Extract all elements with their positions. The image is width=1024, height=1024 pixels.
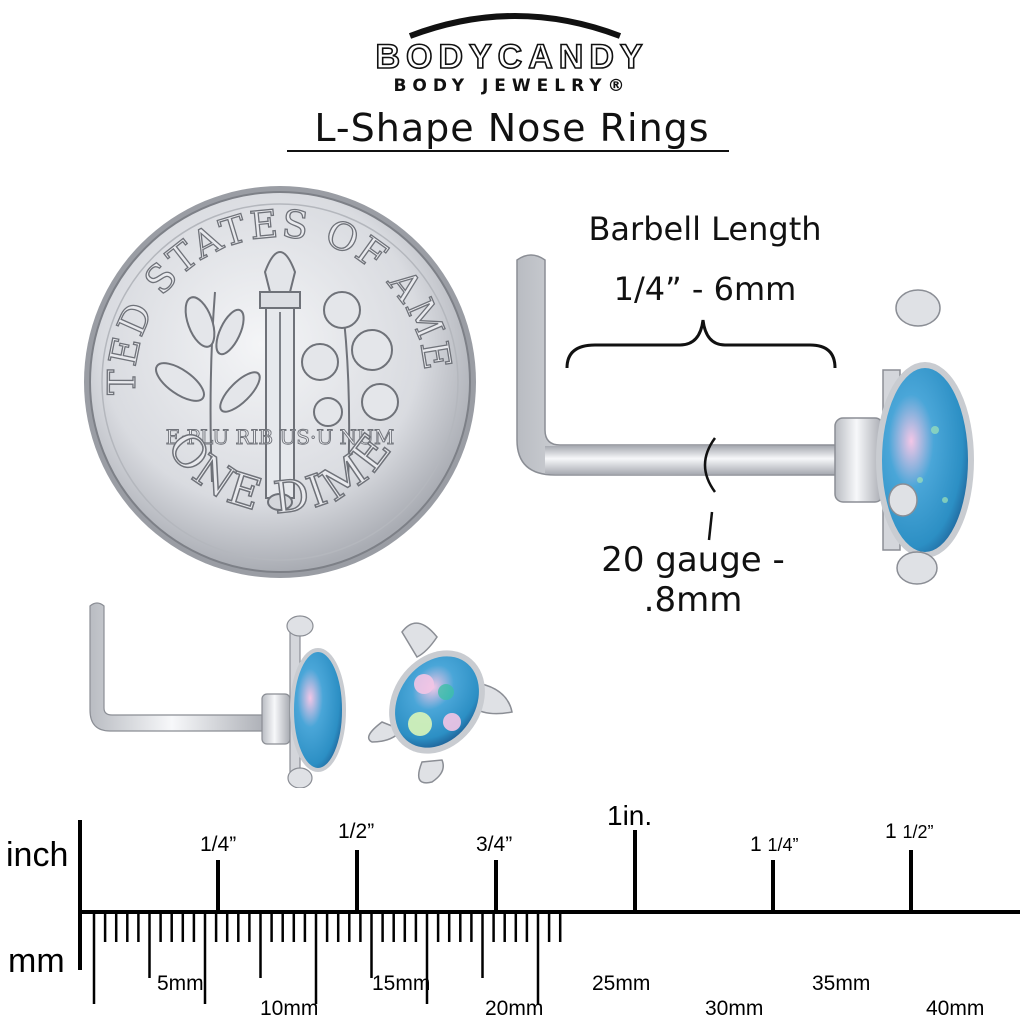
torch-icon xyxy=(259,251,301,511)
brand-subtitle: BODY JEWELRY® xyxy=(393,76,631,96)
mm-label-5: 5mm xyxy=(157,972,204,995)
mm-label-25: 25mm xyxy=(592,972,651,995)
page-title: L-Shape Nose Rings xyxy=(314,106,710,150)
mm-unit-label: mm xyxy=(8,942,65,980)
mm-label-20: 20mm xyxy=(485,997,544,1020)
brand-header: BODYCANDY BODY JEWELRY® L-Shape Nose Rin… xyxy=(0,0,1024,160)
mm-label-10: 10mm xyxy=(260,997,319,1020)
inch-unit-label: inch xyxy=(6,836,69,874)
inch-label-half: 1/2” xyxy=(338,820,375,843)
turtle-flipper-icon xyxy=(367,622,513,784)
brand-logo: BODYCANDY xyxy=(375,37,649,77)
turtle-top-view xyxy=(367,622,513,784)
small-nose-ring-side xyxy=(89,602,346,788)
oak-branch-icon xyxy=(301,291,399,483)
mm-label-30: 30mm xyxy=(705,997,764,1020)
mm-label-15: 15mm xyxy=(372,972,431,995)
mm-label-35: 35mm xyxy=(812,972,871,995)
brand-swoosh-icon xyxy=(408,13,622,39)
inch-label-one-quarter-whole: 1 xyxy=(750,833,762,856)
gauge-value: 20 gauge - .8mm xyxy=(601,540,785,620)
mm-label-40: 40mm xyxy=(926,997,985,1020)
inch-label-one-half-frac: 1/2” xyxy=(902,822,934,842)
barbell-length-heading: Barbell Length xyxy=(588,210,822,248)
inch-label-one-quarter-frac: 1/4” xyxy=(767,835,799,855)
inch-label-three-quarter: 3/4” xyxy=(476,833,513,856)
inch-label-one-half: 1 1/2” xyxy=(885,820,934,844)
title-divider xyxy=(287,150,729,152)
dime-coin: UNITED STATES OF AMERICA E·PLU RIB US·U … xyxy=(80,182,476,578)
inch-label-one-half-whole: 1 xyxy=(885,820,897,843)
inch-label-one-quarter: 1 1/4” xyxy=(750,833,799,857)
turtle-flipper-icon xyxy=(286,615,314,788)
large-nose-ring xyxy=(516,254,974,585)
inch-label-one: 1in. xyxy=(607,800,653,831)
turtle-flipper-icon xyxy=(888,289,941,585)
barbell-length-value: 1/4” - 6mm xyxy=(613,270,797,308)
olive-branch-icon xyxy=(155,291,261,483)
ruler xyxy=(78,820,1020,1004)
coin-motto: E·PLU RIB US·U NUM xyxy=(166,425,395,449)
inch-label-quarter: 1/4” xyxy=(200,833,237,856)
